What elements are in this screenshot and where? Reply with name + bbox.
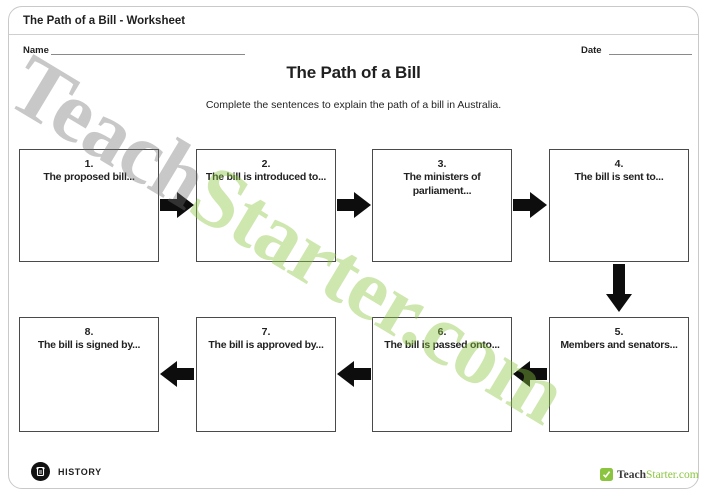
flow-box-text: The bill is signed by... [37,339,141,351]
flow-box-text: The bill is approved by... [208,339,324,351]
logo-text: TeachStarter.com [617,469,699,481]
page-card: The Path of a Bill - Worksheet Name Date… [8,6,699,489]
flow-box-text: The bill is passed onto... [384,339,500,351]
flow-box-4[interactable]: 4. The bill is sent to... [549,149,689,262]
flow-box-number: 4. [614,158,624,170]
history-scroll-icon [31,462,50,481]
name-input-line[interactable] [51,54,245,55]
flow-box-text: The proposed bill... [43,171,135,183]
flow-box-number: 3. [437,158,447,170]
flow-box-text: The bill is sent to... [574,171,664,183]
flow-box-8[interactable]: 8. The bill is signed by... [19,317,159,432]
flow-box-text: The ministers of parliament... [403,171,481,197]
flow-box-6[interactable]: 6. The bill is passed onto... [372,317,512,432]
teachstarter-logo[interactable]: TeachStarter.com [600,468,699,481]
arrow-right-icon [160,192,194,218]
flow-box-2[interactable]: 2. The bill is introduced to... [196,149,336,262]
arrow-left-icon [337,361,371,387]
arrow-left-icon [160,361,194,387]
page-title: The Path of a Bill [286,63,421,82]
flow-box-1[interactable]: 1. The proposed bill... [19,149,159,262]
flow-box-number: 8. [84,326,94,338]
subject-label: HISTORY [58,466,102,477]
arrow-right-icon [513,192,547,218]
date-label: Date [581,45,602,56]
logo-teach: Teach [617,468,646,481]
name-label: Name [23,45,49,56]
logo-starter: Starter.com [645,468,699,481]
arrow-right-icon [337,192,371,218]
flow-box-number: 7. [261,326,271,338]
flow-box-number: 1. [84,158,94,170]
flow-box-7[interactable]: 7. The bill is approved by... [196,317,336,432]
check-icon [600,468,613,481]
flow-box-text: Members and senators... [560,339,678,351]
flow-box-number: 2. [261,158,271,170]
date-input-line[interactable] [609,54,692,55]
document-header-title: The Path of a Bill - Worksheet [23,15,186,27]
header-divider [9,34,698,35]
arrow-down-icon [602,264,636,314]
flow-box-5[interactable]: 5. Members and senators... [549,317,689,432]
flow-box-3[interactable]: 3. The ministers of parliament... [372,149,512,262]
subject-badge: HISTORY [31,462,102,481]
flow-box-text: The bill is introduced to... [205,171,327,183]
arrow-left-icon [513,361,547,387]
flow-box-number: 6. [437,326,447,338]
page-instructions: Complete the sentences to explain the pa… [205,99,502,111]
flow-box-number: 5. [614,326,624,338]
